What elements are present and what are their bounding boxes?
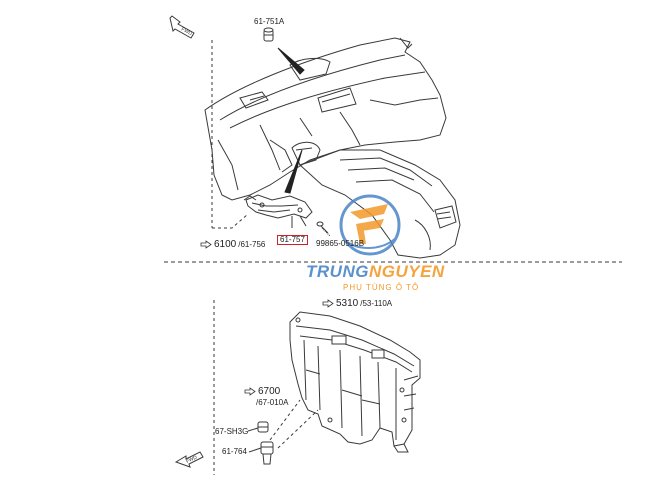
bracket-assembly xyxy=(243,194,313,227)
clip-part-67-SH3G xyxy=(257,421,269,433)
label-61-757-highlighted: 61-757 xyxy=(277,235,308,245)
label-67-SH3G: 67-SH3G xyxy=(215,427,249,436)
ref-6100-sub: /61-756 xyxy=(238,240,266,249)
pointing-hand-icon xyxy=(200,240,212,249)
dashboard-panel xyxy=(204,37,447,201)
fwd-text-top: FWD xyxy=(180,26,193,37)
clip-part-61-751A xyxy=(263,27,274,42)
ref-5310-main: 5310 xyxy=(336,298,359,309)
ref-6100[interactable]: 6100 /61-756 xyxy=(200,239,265,250)
ref-6700[interactable]: 6700 /67-010A xyxy=(244,386,288,407)
watermark-brand: TRUNGNGUYEN xyxy=(306,262,445,282)
ref-6700-sub: /67-010A xyxy=(256,398,289,407)
pointing-hand-icon xyxy=(322,299,334,308)
label-61-751A: 61-751A xyxy=(254,17,285,26)
sensor-part-61-764 xyxy=(260,441,274,465)
ref-5310[interactable]: 5310 /53-110A xyxy=(322,298,392,309)
watermark-tagline: PHỤ TÙNG Ô TÔ xyxy=(343,283,420,292)
watermark-brand-b: NGUYEN xyxy=(368,262,445,281)
fwd-arrow-bottom: FWD xyxy=(174,451,204,468)
watermark-brand-a: TRUNG xyxy=(306,262,369,281)
ref-6100-main: 6100 xyxy=(214,239,237,250)
ref-6700-main: 6700 xyxy=(258,386,281,397)
leader-pointer-mid xyxy=(284,149,303,194)
fwd-arrow-top: FWD xyxy=(169,15,195,39)
pointing-hand-icon xyxy=(244,387,256,396)
label-99865-0516B: 99865-0516B xyxy=(316,239,365,248)
center-console xyxy=(299,149,461,259)
fwd-text-bottom: FWD xyxy=(185,454,198,464)
steering-column xyxy=(269,139,321,173)
screw-99865 xyxy=(316,221,331,237)
leader-pointer-top xyxy=(277,47,305,75)
radiator-support-frame xyxy=(289,311,421,453)
label-61-764: 61-764 xyxy=(222,447,247,456)
ref-5310-sub: /53-110A xyxy=(360,299,393,308)
watermark-logo xyxy=(339,194,401,256)
